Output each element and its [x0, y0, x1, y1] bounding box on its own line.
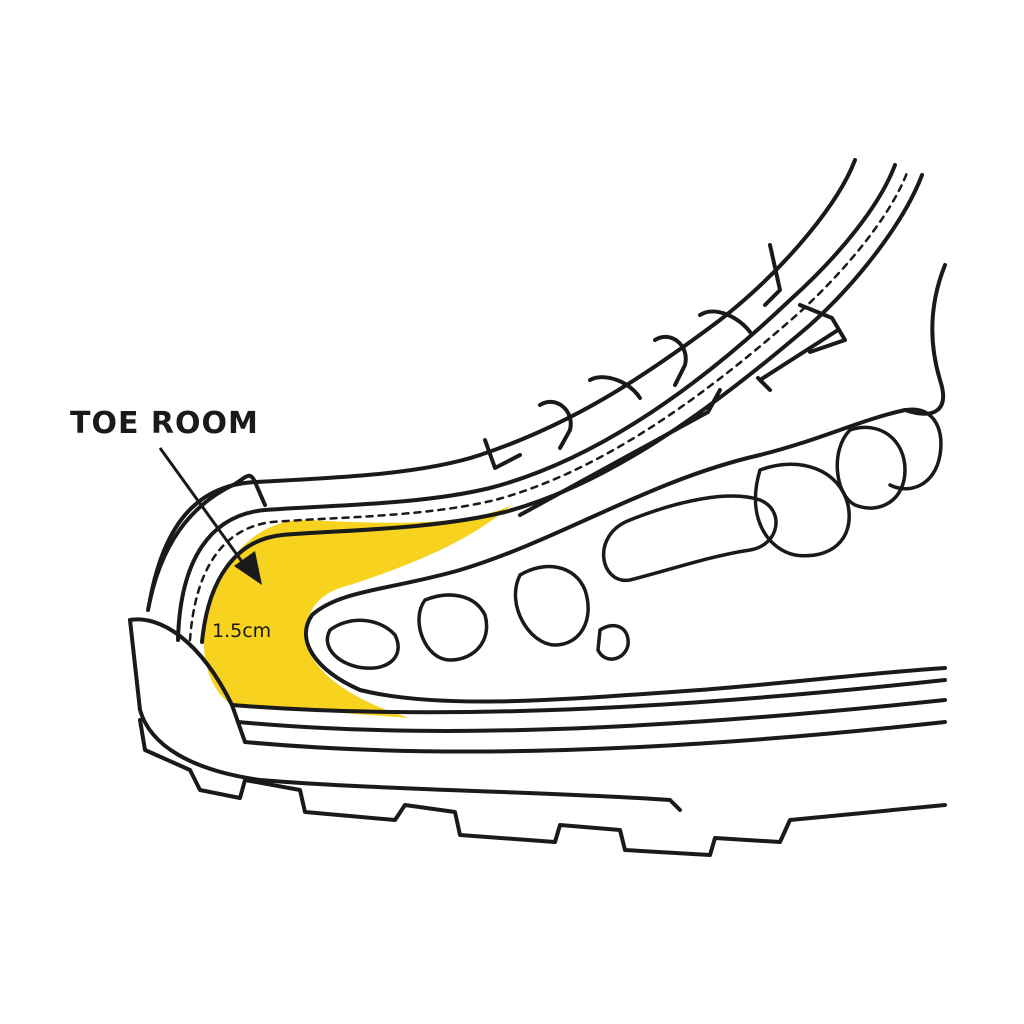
toe-cap	[146, 473, 257, 612]
foot-bones	[325, 407, 943, 670]
outsole-band	[128, 618, 682, 812]
toe-room-label: TOE ROOM	[70, 406, 259, 441]
toe-room-highlight	[203, 505, 512, 718]
boot-lining-stitch	[188, 168, 910, 642]
tongue-strip	[756, 328, 840, 392]
boot-upper-outline	[148, 158, 857, 602]
lace-hooks	[483, 243, 847, 517]
midsole-line-1	[236, 698, 947, 733]
foot-outline	[304, 263, 947, 704]
measurement-label: 1.5cm	[212, 620, 271, 642]
midsole-line-2	[243, 720, 947, 754]
boot-lining-outer	[176, 163, 897, 642]
midsole-top	[230, 678, 947, 715]
toe-cap-tip	[253, 480, 267, 507]
heel-rand	[128, 617, 247, 744]
outsole-lugs	[138, 718, 947, 857]
arrow-icon	[158, 447, 262, 585]
boot-lining-inner	[200, 173, 924, 644]
